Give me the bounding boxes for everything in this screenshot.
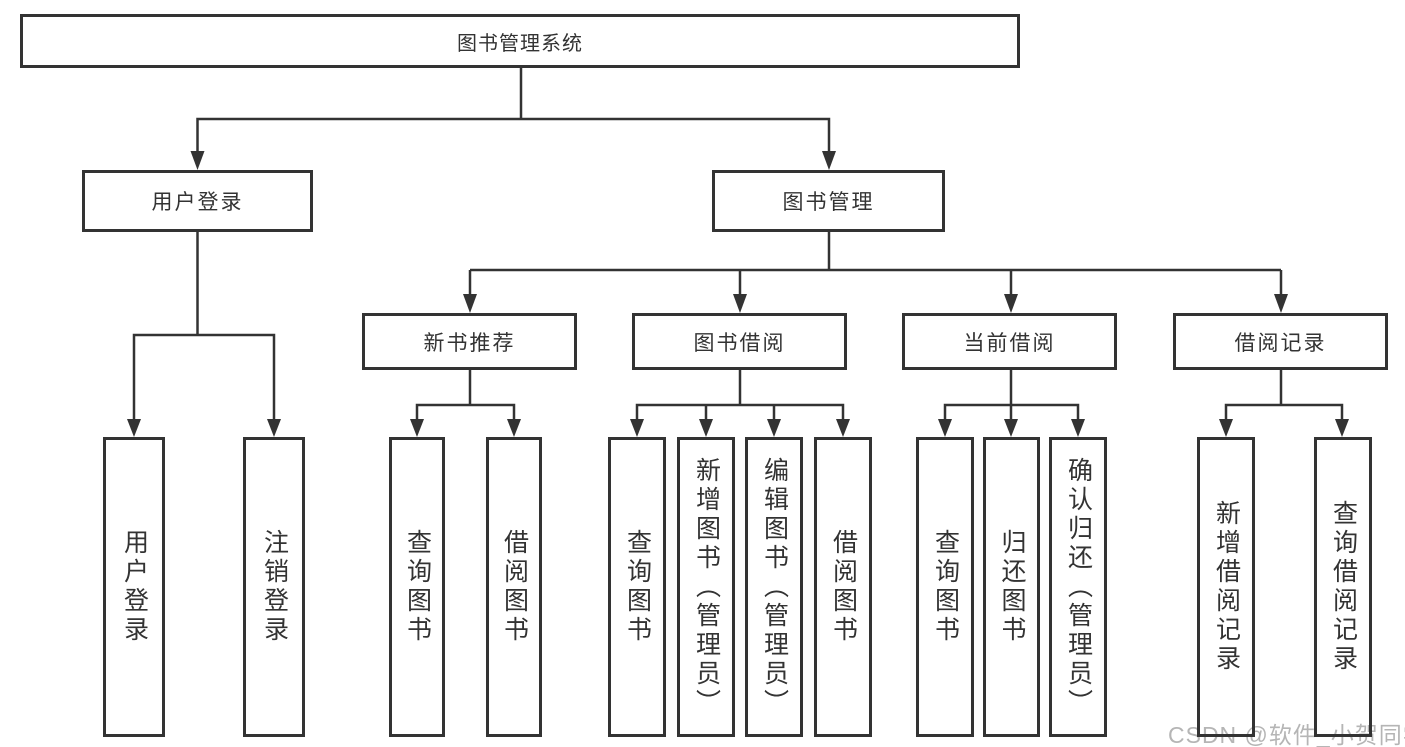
node-user-login: 用户登录: [82, 170, 313, 232]
leaf-label: 确认归还（管理员）: [1064, 456, 1093, 718]
leaf-label: 借阅图书: [829, 529, 858, 645]
leaf-label: 用户登录: [120, 529, 149, 645]
leaf-query-borrow-record: 查询借阅记录: [1314, 437, 1372, 737]
leaf-borrow-books-recommend: 借阅图书: [486, 437, 542, 737]
leaf-label: 查询图书: [623, 529, 652, 645]
node-new-book-recommend: 新书推荐: [362, 313, 577, 370]
leaf-return-book: 归还图书: [983, 437, 1040, 737]
leaf-query-books-current: 查询图书: [916, 437, 974, 737]
leaf-label: 新增图书（管理员）: [692, 456, 721, 718]
node-current-borrowing: 当前借阅: [902, 313, 1117, 370]
node-borrowing-records: 借阅记录: [1173, 313, 1388, 370]
leaf-query-books-borrow: 查询图书: [608, 437, 666, 737]
leaf-label: 注销登录: [260, 529, 289, 645]
leaf-add-borrow-record: 新增借阅记录: [1197, 437, 1255, 737]
leaf-add-book-admin: 新增图书（管理员）: [677, 437, 735, 737]
leaf-confirm-return-admin: 确认归还（管理员）: [1049, 437, 1107, 737]
leaf-user-login: 用户登录: [103, 437, 165, 737]
node-root-system: 图书管理系统: [20, 14, 1020, 68]
leaf-borrow-books: 借阅图书: [814, 437, 872, 737]
leaf-logout: 注销登录: [243, 437, 305, 737]
leaf-label: 新增借阅记录: [1212, 500, 1241, 674]
node-book-borrowing: 图书借阅: [632, 313, 847, 370]
leaf-label: 查询图书: [403, 529, 432, 645]
leaf-edit-book-admin: 编辑图书（管理员）: [745, 437, 803, 737]
leaf-label: 查询借阅记录: [1329, 500, 1358, 674]
node-book-management: 图书管理: [712, 170, 945, 232]
leaf-query-books-recommend: 查询图书: [389, 437, 445, 737]
leaf-label: 查询图书: [931, 529, 960, 645]
leaf-label: 借阅图书: [500, 529, 529, 645]
leaf-label: 归还图书: [998, 529, 1026, 645]
leaf-label: 编辑图书（管理员）: [760, 456, 789, 718]
